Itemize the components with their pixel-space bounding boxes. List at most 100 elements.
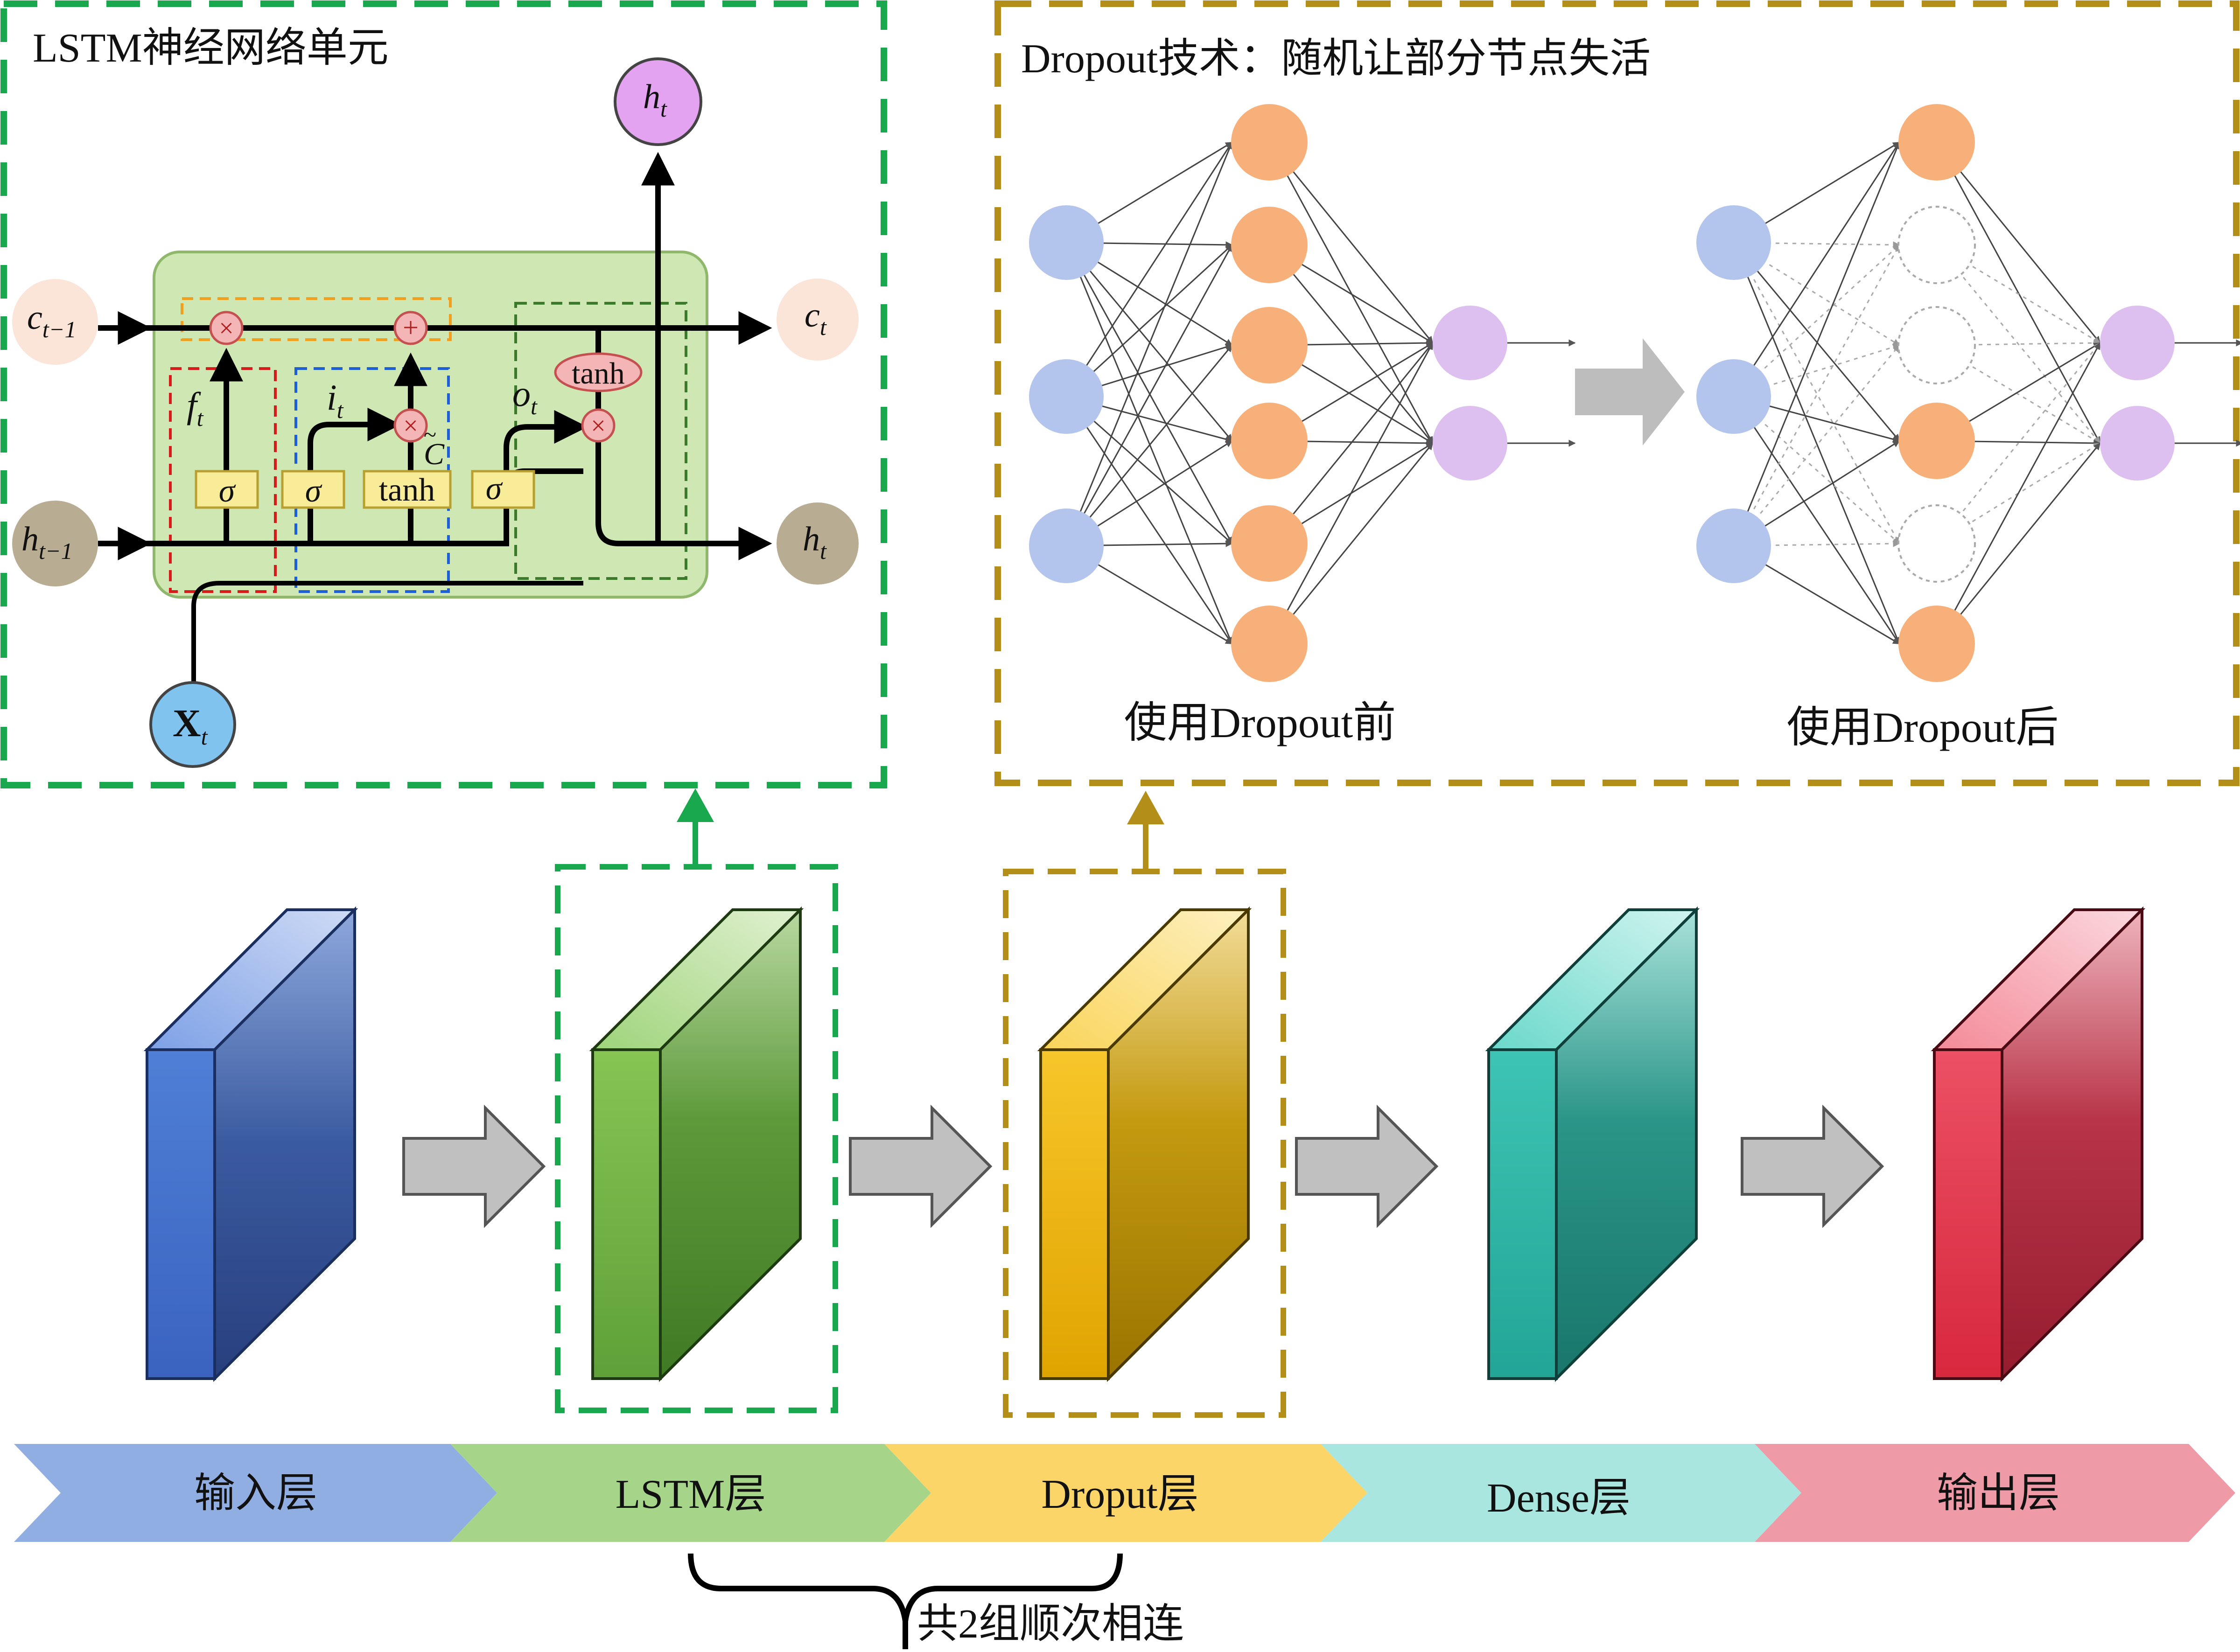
forget-multiply-symbol: ×: [219, 314, 234, 343]
after-dropout-label: 使用Dropout后: [1787, 704, 2059, 751]
before-hidden-node-3: [1231, 403, 1308, 479]
input-gate-line: [308, 408, 401, 544]
before-output-node-0: [1433, 306, 1507, 380]
after-input-node-2: [1696, 509, 1771, 583]
lstm-panel-title: LSTM神经网络单元: [33, 26, 389, 71]
dropout-layer-block: [1037, 906, 1252, 1382]
output-multiply-symbol: ×: [591, 411, 606, 440]
after-edge-in-0-2: [1733, 242, 1900, 346]
before-connections: [1065, 141, 1576, 645]
h-out-top-label: ht: [643, 78, 667, 122]
forget-gate-label: ft: [187, 385, 204, 431]
before-edge-out-0-0: [1268, 142, 1434, 344]
after-edge-out-0-0: [1936, 142, 2101, 344]
after-hidden-node-0: [1898, 104, 1975, 181]
candidate-label: C: [424, 437, 445, 471]
after-edge-in-1-0: [1733, 141, 1900, 397]
after-edge-in-0-3: [1733, 242, 1900, 442]
before-edge-out-4-0: [1268, 342, 1434, 544]
lstm-panel-frame: [0, 0, 887, 788]
after-edge-in-2-2: [1733, 344, 1900, 546]
stage-dense-label: Dense层: [1487, 1476, 1631, 1521]
after-hidden-node-3: [1898, 403, 1975, 479]
panel-connectors: [677, 788, 1164, 872]
h-prev-node: [12, 501, 98, 586]
hidden-output-line: [595, 441, 772, 560]
after-edge-out-0-1: [1936, 142, 2101, 444]
forget-sigma-box: [195, 470, 259, 509]
before-hidden-node-0: [1231, 104, 1308, 181]
before-hidden-node-5: [1231, 606, 1308, 682]
after-connections: [1733, 141, 2240, 645]
stage-lstm-chevron: [450, 1444, 931, 1542]
stage-output-label: 输出层: [1937, 1471, 2060, 1516]
stage-dropout-chevron: [884, 1444, 1367, 1542]
after-edge-out-2-1: [1936, 344, 2101, 444]
candidate-tanh-label: tanh: [379, 472, 435, 508]
output-layer-block: [1931, 906, 2146, 1382]
forget-gate-group: [169, 367, 277, 593]
before-input-node-0: [1029, 205, 1104, 280]
dropout-panel-title: Dropout技术：随机让部分节点失活: [1021, 36, 1651, 82]
before-hidden-node-4: [1231, 505, 1308, 582]
after-input-node-0: [1696, 205, 1771, 280]
stage-input-chevron: [14, 1444, 497, 1542]
dropout-connector-arrowhead: [1127, 791, 1164, 824]
x-input-line: [191, 581, 583, 686]
dropout-transition-arrow: [1575, 338, 1685, 446]
h-out-right-label: ht: [803, 520, 827, 564]
before-edge-in-0-3: [1065, 242, 1233, 442]
dense-block-front: [1487, 1048, 1558, 1380]
cell-state-group: [181, 297, 452, 341]
flow-arrow-2: [849, 1104, 993, 1228]
before-input-node-1: [1029, 359, 1104, 434]
pipeline-bar: 输入层 LSTM层 Droput层 Dense层 输出层 共2组顺次相连: [14, 1444, 2235, 1649]
stage-dense-chevron: [1321, 1444, 1801, 1542]
lstm-block-front: [591, 1048, 662, 1380]
after-dropped-node-1: [1897, 206, 1976, 284]
before-edge-in-1-5: [1065, 396, 1233, 645]
after-edge-in-1-1: [1733, 244, 1900, 397]
before-edge-out-5-0: [1268, 342, 1434, 644]
candidate-tanh-box: [363, 470, 452, 509]
after-edge-in-2-1: [1733, 244, 1900, 546]
after-edge-in-2-0: [1733, 141, 1900, 546]
after-edge-out-5-1: [1936, 442, 2101, 644]
before-hidden-node-2: [1231, 307, 1308, 383]
before-edge-in-2-2: [1065, 344, 1233, 546]
cell-add-node: [393, 311, 428, 345]
network-before-dropout: [1029, 104, 1576, 682]
h-prev-label: ht−1: [21, 520, 73, 564]
dropout-panel: Dropout技术：随机让部分节点失活 使用Dropout前 使用Dropout…: [994, 0, 2240, 786]
before-edge-in-1-0: [1065, 141, 1233, 397]
stage-dropout-label: Droput层: [1041, 1472, 1198, 1517]
h-out-top-node: [614, 57, 702, 146]
before-edge-in-2-1: [1065, 244, 1233, 546]
dropout-panel-frame: [994, 0, 2240, 786]
stage-lstm-label: LSTM层: [616, 1472, 766, 1517]
group-brace-label: 共2组顺次相连: [917, 1602, 1184, 1647]
lstm-panel: LSTM神经网络单元 × + × ×: [0, 0, 887, 788]
input-sigma-label: σ: [305, 473, 322, 509]
before-edge-in-2-0: [1065, 141, 1233, 546]
lstm-layer-highlight: [555, 864, 838, 1413]
after-edge-out-4-0: [1936, 342, 2101, 544]
before-edge-out-5-1: [1268, 442, 1434, 644]
after-input-node-1: [1696, 359, 1771, 434]
c-prev-label: ct−1: [27, 299, 77, 342]
tanh-oval: [554, 352, 643, 392]
input-block-front: [146, 1048, 216, 1380]
lstm-layer-block: [589, 906, 804, 1382]
layer-blocks: [143, 864, 2146, 1418]
c-next-label: ct: [805, 296, 827, 340]
after-hidden-node-5: [1898, 606, 1975, 682]
input-multiply-node: [393, 408, 428, 443]
after-edge-out-1-1: [1936, 244, 2101, 444]
flow-arrow-4: [1741, 1104, 1884, 1228]
h-out-right-node: [777, 502, 859, 585]
cell-add-symbol: +: [403, 312, 419, 343]
output-multiply-node: [581, 408, 616, 443]
before-dropout-label: 使用Dropout前: [1124, 699, 1396, 746]
before-edge-in-1-1: [1065, 244, 1233, 397]
